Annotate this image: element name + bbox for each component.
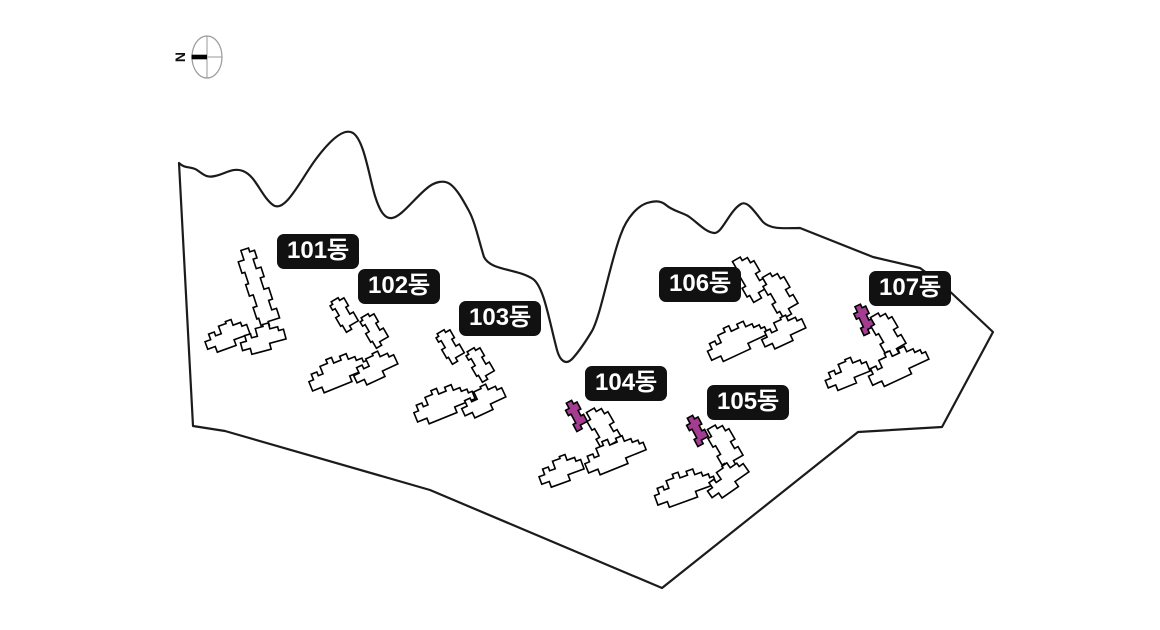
building-footprint — [234, 244, 282, 330]
north-arrow-icon — [191, 54, 207, 60]
building-footprint — [356, 309, 392, 351]
building-cluster-104 — [534, 397, 650, 491]
building-label-106[interactable]: 106동 — [659, 267, 742, 302]
building-footprint — [462, 343, 498, 385]
building-footprint — [819, 351, 874, 395]
building-label-103[interactable]: 103동 — [459, 301, 542, 336]
building-cluster-107 — [819, 301, 933, 395]
building-footprint — [755, 308, 810, 354]
building-footprint — [347, 344, 402, 390]
building-label-102[interactable]: 102동 — [358, 269, 441, 304]
building-cluster-101 — [200, 244, 289, 358]
building-label-105[interactable]: 105동 — [707, 385, 790, 420]
building-footprint — [326, 293, 362, 335]
building-footprint — [757, 267, 803, 321]
building-label-107[interactable]: 107동 — [869, 271, 952, 306]
highlighted-building-105[interactable] — [682, 412, 712, 448]
compass: N — [172, 35, 223, 79]
building-cluster-105 — [648, 412, 754, 512]
highlighted-building-104[interactable] — [561, 397, 591, 433]
building-footprint — [534, 449, 587, 491]
building-label-104[interactable]: 104동 — [585, 366, 668, 401]
compass-north-label: N — [172, 52, 188, 62]
building-cluster-102 — [302, 293, 402, 398]
building-footprint — [700, 311, 772, 367]
building-footprint — [455, 377, 510, 423]
building-label-101[interactable]: 101동 — [277, 234, 360, 269]
building-footprint — [648, 460, 720, 512]
building-cluster-103 — [407, 325, 510, 429]
site-boundary — [177, 130, 995, 590]
